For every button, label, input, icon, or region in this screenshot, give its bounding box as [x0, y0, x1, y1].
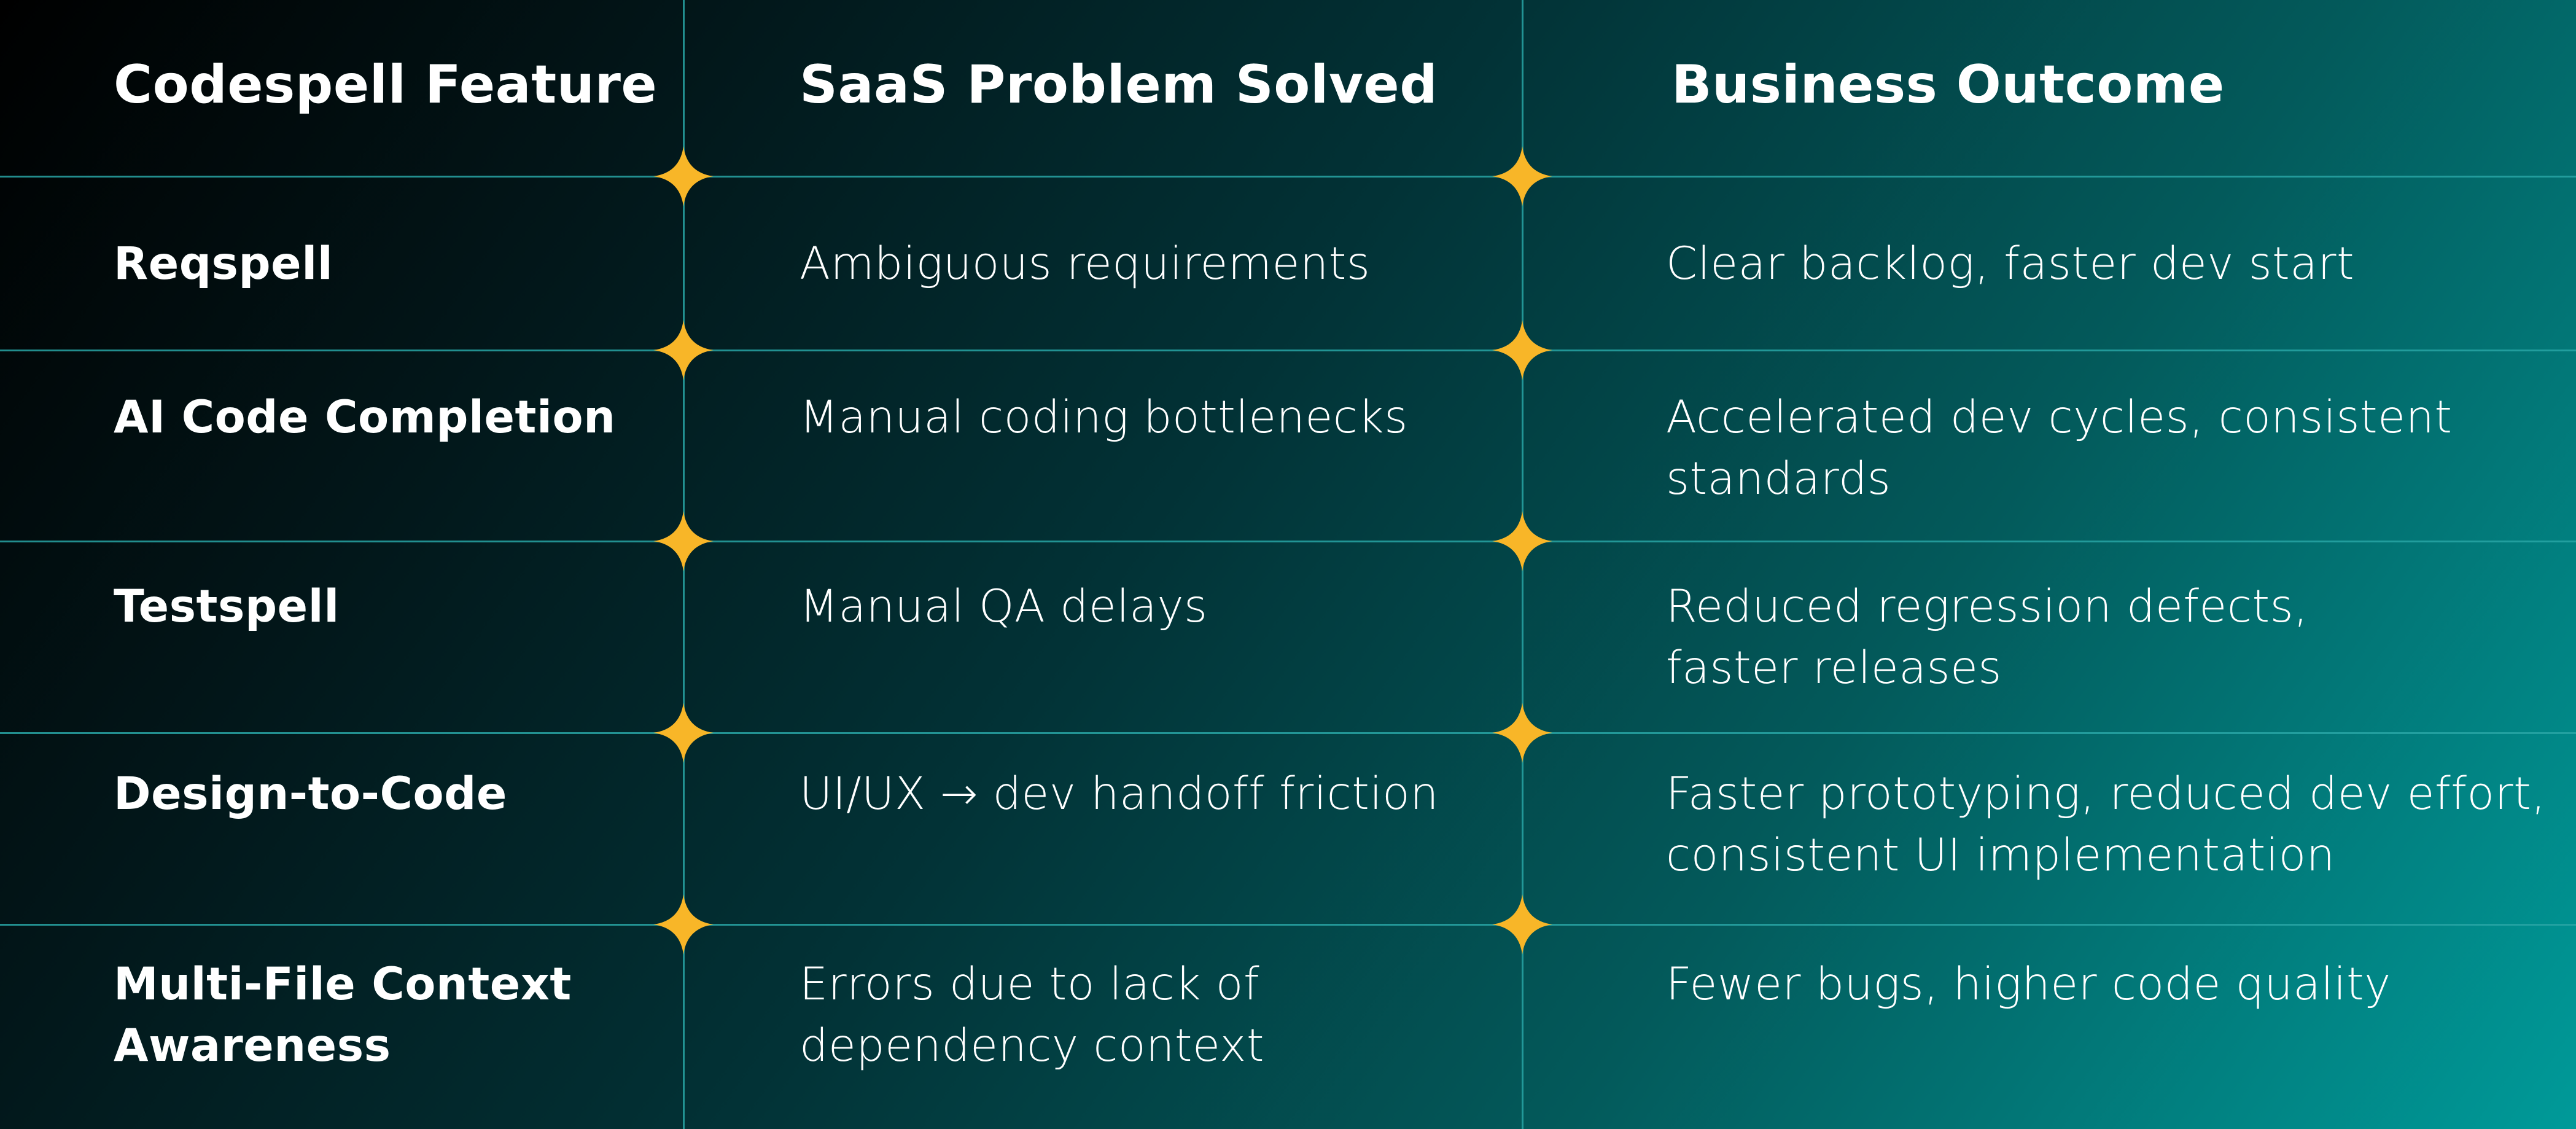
row-divider: [0, 924, 2576, 926]
sparkle-icon: [653, 320, 714, 380]
outcome-cell: Fewer bugs, higher code quality: [1666, 958, 2391, 1010]
feature-ai-code-completion: AI Code Completion: [114, 391, 616, 443]
header-problem: SaaS Problem Solved: [800, 54, 1438, 115]
feature-design-to-code: Design-to-Code: [114, 768, 507, 820]
feature-multi-file-context: Multi-File Context Awareness: [114, 958, 572, 1072]
row-divider: [0, 176, 2576, 178]
problem-cell: Manual QA delays: [800, 580, 1208, 633]
sparkle-icon: [653, 703, 714, 763]
outcome-cell: Faster prototyping, reduced dev effort, …: [1666, 768, 2546, 881]
feature-testspell: Testspell: [114, 580, 340, 633]
sparkle-icon: [1492, 146, 1552, 206]
sparkle-icon: [1492, 894, 1552, 955]
sparkle-icon: [1492, 511, 1552, 571]
sparkle-icon: [1492, 703, 1552, 763]
outcome-cell: Clear backlog, faster dev start: [1666, 238, 2355, 290]
outcome-cell: Reduced regression defects, faster relea…: [1666, 580, 2308, 694]
problem-cell: UI/UX → dev handoff friction: [800, 768, 1439, 820]
row-divider: [0, 541, 2576, 542]
row-divider: [0, 350, 2576, 351]
feature-reqspell: Reqspell: [114, 238, 333, 290]
problem-cell: Ambiguous requirements: [800, 238, 1371, 290]
problem-cell: Errors due to lack of dependency context: [800, 958, 1264, 1072]
sparkle-icon: [653, 511, 714, 571]
header-outcome: Business Outcome: [1671, 54, 2225, 115]
sparkle-icon: [653, 894, 714, 955]
sparkle-icon: [1492, 320, 1552, 380]
row-divider: [0, 732, 2576, 734]
header-feature: Codespell Feature: [114, 54, 658, 115]
outcome-cell: Accelerated dev cycles, consistent stand…: [1666, 391, 2453, 505]
problem-cell: Manual coding bottlenecks: [800, 391, 1408, 443]
sparkle-icon: [653, 146, 714, 206]
